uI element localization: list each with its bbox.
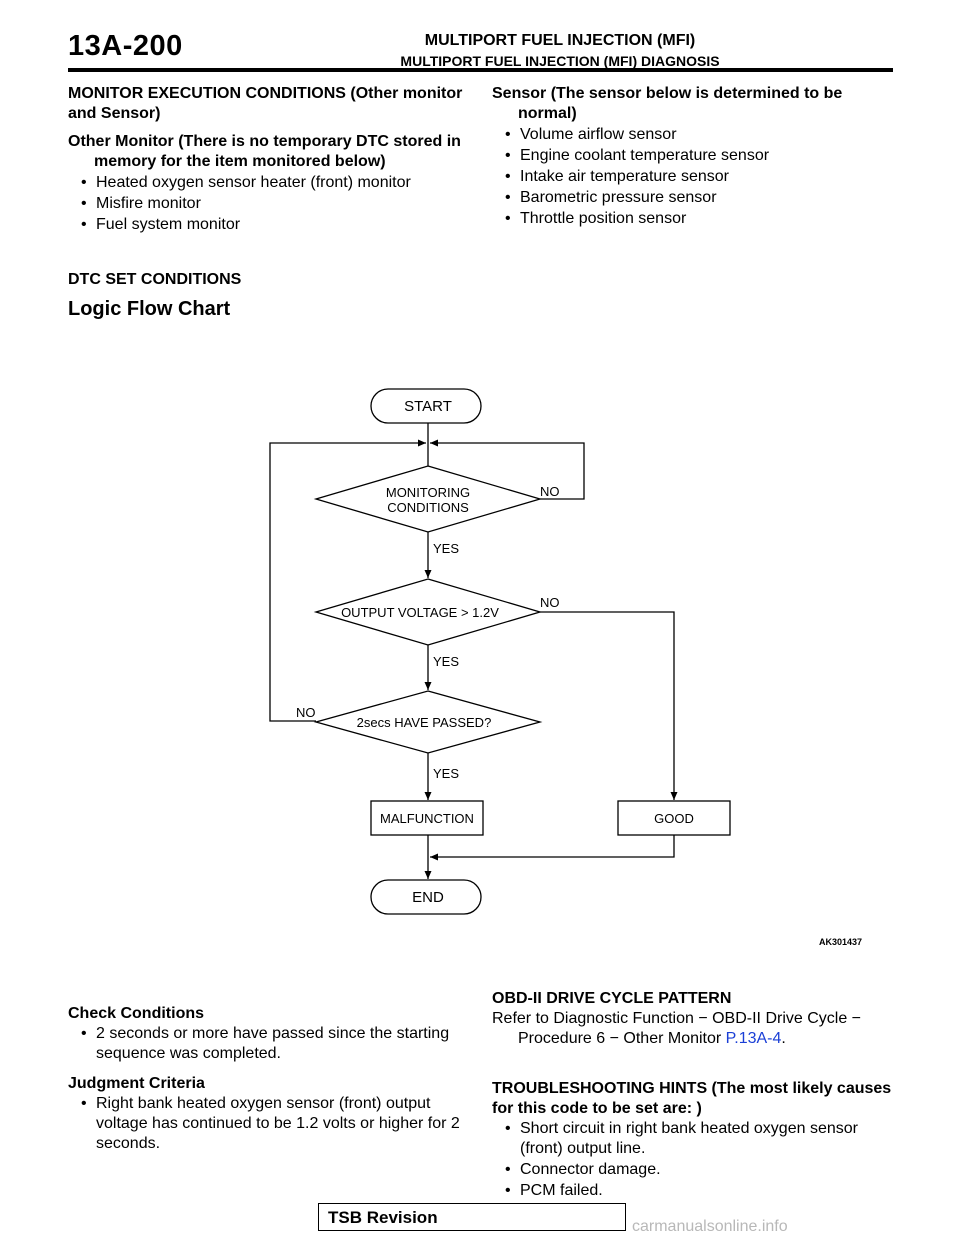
list-item: Misfire monitor <box>68 194 468 214</box>
sensor-section: Sensor (The sensor below is determined t… <box>492 84 892 230</box>
monitoring-label: MONITORING <box>386 485 470 500</box>
drive-cycle-body: Refer to Diagnostic Function − OBD-II Dr… <box>492 1010 862 1047</box>
other-monitor-list: Heated oxygen sensor heater (front) moni… <box>68 173 468 235</box>
yes-label: YES <box>433 541 459 556</box>
header-title: MULTIPORT FUEL INJECTION (MFI) <box>424 32 696 49</box>
yes-label: YES <box>433 766 459 781</box>
end-terminal <box>370 879 482 915</box>
no-to-good-line <box>540 611 678 800</box>
watermark: carmanualsonline.info <box>632 1218 788 1235</box>
monitoring-label: CONDITIONS <box>387 500 469 515</box>
other-monitor-heading: Other Monitor (There is no temporary DTC… <box>68 133 461 170</box>
tsb-revision-box <box>318 1203 626 1231</box>
troubleshooting-title: TROUBLESHOOTING HINTS (The most likely c… <box>492 1080 892 1117</box>
good-label: GOOD <box>654 811 694 826</box>
list-item: Connector damage. <box>492 1160 892 1180</box>
no-loop-line <box>430 439 585 500</box>
sensor-heading: Sensor (The sensor below is determined t… <box>492 85 843 122</box>
drive-cycle-end: . <box>781 1030 786 1047</box>
figure-id: AK301437 <box>819 937 862 947</box>
header-subtitle: MULTIPORT FUEL INJECTION (MFI) DIAGNOSIS <box>400 53 720 69</box>
no-label: NO <box>540 484 560 499</box>
sensor-list: Volume airflow sensor Engine coolant tem… <box>492 125 892 229</box>
list-item: PCM failed. <box>492 1181 892 1201</box>
drive-cycle-title: OBD-II DRIVE CYCLE PATTERN <box>492 990 732 1007</box>
list-item: Intake air temperature sensor <box>492 167 892 187</box>
list-item: Volume airflow sensor <box>492 125 892 145</box>
start-label: START <box>404 398 452 415</box>
no-label: NO <box>540 595 560 610</box>
no-loop-line <box>269 439 426 722</box>
list-item: Engine coolant temperature sensor <box>492 146 892 166</box>
list-item: Heated oxygen sensor heater (front) moni… <box>68 173 468 193</box>
list-item: Short circuit in right bank heated oxyge… <box>492 1119 892 1159</box>
monitor-conditions-section: MONITOR EXECUTION CONDITIONS (Other moni… <box>68 84 468 236</box>
malfunction-box <box>370 800 484 836</box>
logic-flow-title: Logic Flow Chart <box>68 298 231 320</box>
list-item: 2 seconds or more have passed since the … <box>68 1024 468 1064</box>
check-conditions-list: 2 seconds or more have passed since the … <box>68 1024 468 1064</box>
yes-label: YES <box>433 654 459 669</box>
list-item: Throttle position sensor <box>492 209 892 229</box>
page-number: 13A-200 <box>68 30 183 62</box>
list-item: Fuel system monitor <box>68 215 468 235</box>
check-conditions-title: Check Conditions <box>68 1005 205 1022</box>
end-label: END <box>412 889 444 906</box>
judgment-criteria-title: Judgment Criteria <box>68 1075 205 1092</box>
check-conditions-section: Check Conditions 2 seconds or more have … <box>68 1004 468 1155</box>
troubleshooting-list: Short circuit in right bank heated oxyge… <box>492 1119 892 1201</box>
header-rule <box>68 68 893 72</box>
two-secs-label: 2secs HAVE PASSED? <box>357 715 492 730</box>
list-item: Right bank heated oxygen sensor (front) … <box>68 1094 468 1154</box>
output-voltage-label: OUTPUT VOLTAGE > 1.2V <box>341 605 499 620</box>
drive-cycle-text: Refer to Diagnostic Function − OBD-II Dr… <box>492 1009 892 1049</box>
monitor-conditions-title: MONITOR EXECUTION CONDITIONS (Other moni… <box>68 85 463 122</box>
list-item: Barometric pressure sensor <box>492 188 892 208</box>
tsb-revision-label: TSB Revision <box>328 1208 438 1227</box>
drive-cycle-section: OBD-II DRIVE CYCLE PATTERN Refer to Diag… <box>492 989 892 1202</box>
start-terminal <box>370 388 482 424</box>
dtc-set-title: DTC SET CONDITIONS <box>68 271 242 288</box>
page-link[interactable]: P.13A-4 <box>725 1030 782 1047</box>
malfunction-label: MALFUNCTION <box>380 811 474 826</box>
good-to-end-line <box>430 835 675 861</box>
no-label: NO <box>296 705 316 720</box>
judgment-criteria-list: Right bank heated oxygen sensor (front) … <box>68 1094 468 1154</box>
